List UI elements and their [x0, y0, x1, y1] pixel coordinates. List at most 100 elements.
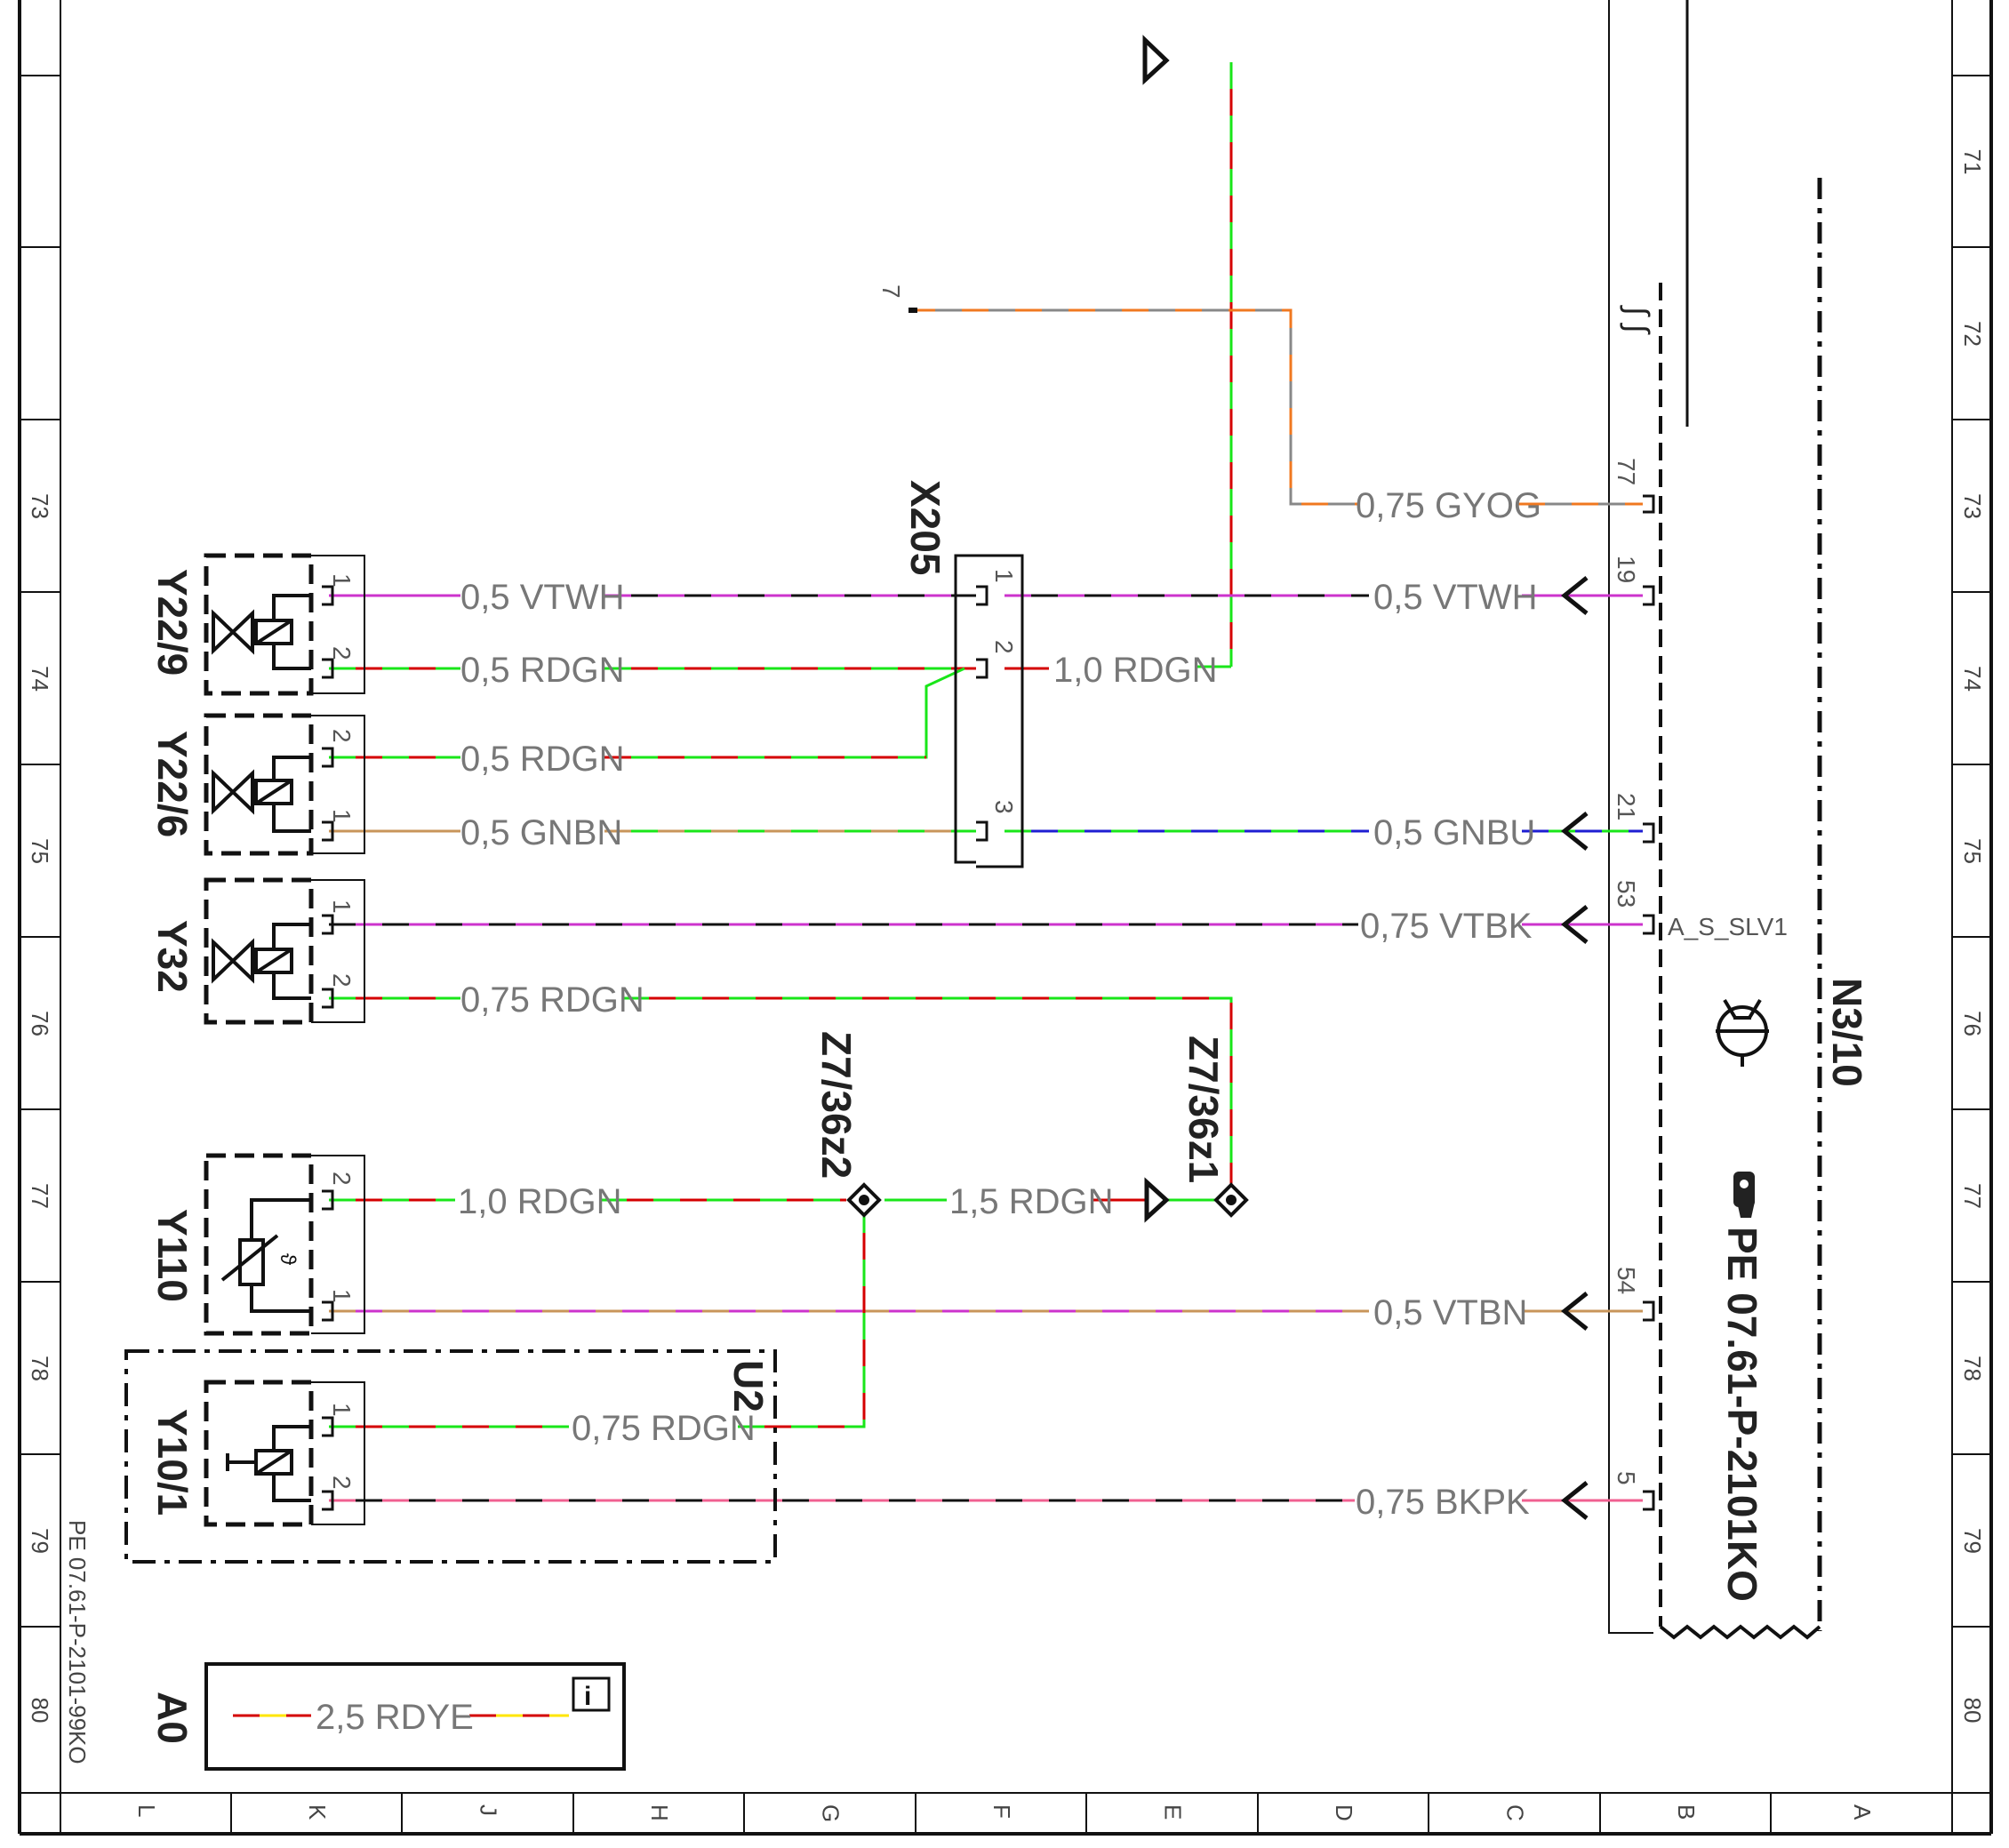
- valve-icon: [212, 923, 311, 1000]
- arrow-icon: [1560, 576, 1589, 615]
- info-icon: [572, 1676, 611, 1712]
- arrow-icon: [1144, 1177, 1170, 1223]
- svg-text:∫ ∫: ∫ ∫: [1620, 305, 1656, 335]
- arrow-icon: [1560, 905, 1589, 944]
- wire-label: 0,5 VTBN: [1373, 1293, 1527, 1332]
- pin-label: 1: [328, 1289, 356, 1303]
- row-label: 76: [27, 1011, 53, 1036]
- component-y10-1: Y10/1: [149, 1409, 196, 1516]
- row-label: 76: [1959, 1011, 1986, 1036]
- info-wire-label: 2,5 RDYE: [316, 1698, 474, 1737]
- row-label: 79: [27, 1528, 53, 1554]
- ecu-name: N3/10: [1824, 978, 1870, 1087]
- column-label: H: [646, 1804, 673, 1821]
- splices: [846, 1182, 1249, 1218]
- component-pin-labels: 1 2 2 1 1 2 2 1 1 2 7: [328, 284, 905, 1490]
- info-box: i 2,5 RDYE A0: [149, 1662, 626, 1771]
- arrow-icon: [1560, 1481, 1589, 1520]
- row-label: 71: [1959, 149, 1986, 175]
- pin-label: 2: [328, 1172, 356, 1186]
- arrow-icon: [1142, 35, 1170, 85]
- ecu-signal-name: A_S_SLV1: [1668, 913, 1788, 940]
- frame: [18, 0, 1993, 1836]
- thermistor-icon: ϑ: [220, 1198, 311, 1313]
- info-icon: i: [584, 1682, 591, 1711]
- valve-icon: [212, 756, 311, 833]
- wire-label: 1,5 RDGN: [949, 1182, 1114, 1221]
- splice-z7-36z2: Z7/36z2: [813, 1031, 860, 1179]
- solenoid-icon: [226, 1425, 311, 1502]
- component-u2: U2: [725, 1360, 772, 1412]
- transistor-icon: [1716, 998, 1769, 1067]
- wire-label: 0,5 GNBU: [1373, 813, 1535, 852]
- wire-label: 0,5 VTWH: [460, 578, 624, 617]
- valve-symbols: ϑ: [212, 594, 311, 1502]
- wire-label: 0,75 GYOG: [1356, 486, 1541, 525]
- column-label: C: [1502, 1804, 1529, 1821]
- component-y32: Y32: [149, 920, 196, 993]
- row-label: 73: [1959, 493, 1986, 519]
- arrow-icon: [1560, 1292, 1589, 1331]
- wire-label: 0,5 RDGN: [460, 740, 625, 779]
- wires: [233, 62, 1643, 1717]
- wire-label: 0,5 GNBN: [460, 813, 622, 852]
- row-label: 75: [27, 838, 53, 864]
- row-label: 80: [1959, 1698, 1986, 1724]
- ecu-pin-19: 19: [1613, 556, 1640, 583]
- ecu-pin-53: 53: [1613, 880, 1640, 908]
- wire-label: 0,75 RDGN: [460, 980, 644, 1020]
- svg-text:ϑ: ϑ: [276, 1253, 300, 1265]
- wire-label: 0,75 VTBK: [1360, 907, 1533, 946]
- component-y22-9: Y22/9: [149, 569, 196, 676]
- x205-pin-1: 1: [990, 569, 1018, 583]
- ecu-pin-21: 21: [1613, 793, 1640, 820]
- connector-x205: [954, 554, 1024, 868]
- components: [124, 553, 777, 1564]
- row-label: 74: [1959, 666, 1986, 692]
- row-label: 79: [1959, 1528, 1986, 1554]
- row-label: 80: [27, 1698, 53, 1724]
- component-labels: Y22/9 Y22/6 Y32 Y110 Y10/1 U2: [149, 569, 772, 1516]
- column-label: A: [1849, 1804, 1876, 1820]
- hand-pointer-icon: [1733, 1172, 1755, 1218]
- component-pins: [322, 585, 334, 1511]
- wire-label: 0,75 BKPK: [1356, 1483, 1530, 1522]
- wire-label: 0,5 RDGN: [460, 651, 625, 690]
- arrow-icon: [1560, 812, 1589, 851]
- wire-labels: 0,75 GYOG 0,5 VTWH 0,5 VTWH 0,5 RDGN 1,0…: [458, 486, 1541, 1522]
- wire-label: 0,75 RDGN: [572, 1409, 756, 1448]
- wire-label: 0,5 VTWH: [1373, 578, 1537, 617]
- column-label: G: [818, 1804, 844, 1822]
- row-label: 72: [1959, 321, 1986, 347]
- info-component: A0: [149, 1692, 196, 1744]
- row-label: 75: [1959, 838, 1986, 864]
- ecu-pin-5: 5: [1613, 1471, 1640, 1485]
- column-label: K: [304, 1804, 331, 1820]
- pin-label: 1: [328, 1403, 356, 1417]
- document-reference: PE 07.61-P-2101-99KO: [64, 1520, 91, 1764]
- ecu-n3-10: ∫ ∫ PE 07.61-P-2101KO N3/10 A_S_SLV1: [1608, 0, 1870, 1640]
- column-label: F: [988, 1804, 1015, 1819]
- row-label: 78: [1959, 1356, 1986, 1381]
- x205-pin-2: 2: [990, 640, 1018, 654]
- arrows: [1142, 35, 1589, 1520]
- pin-label: 2: [328, 1476, 356, 1490]
- wire-end-pin-7: 7: [877, 284, 905, 299]
- pin-label: 1: [328, 809, 356, 823]
- row-label: 77: [1959, 1183, 1986, 1209]
- row-label: 78: [27, 1356, 53, 1381]
- pin-label: 1: [328, 900, 356, 914]
- pin-label: 2: [328, 646, 356, 660]
- valve-icon: [212, 594, 311, 670]
- column-label: B: [1673, 1804, 1700, 1820]
- wire-label: 1,0 RDGN: [458, 1182, 622, 1221]
- pin-label: 2: [328, 729, 356, 743]
- column-label: L: [133, 1804, 160, 1817]
- component-y110: Y110: [149, 1209, 196, 1302]
- ecu-reference: PE 07.61-P-2101KO: [1719, 1227, 1765, 1602]
- splice-z7-36z1: Z7/36z1: [1181, 1036, 1227, 1183]
- column-label: E: [1160, 1804, 1187, 1820]
